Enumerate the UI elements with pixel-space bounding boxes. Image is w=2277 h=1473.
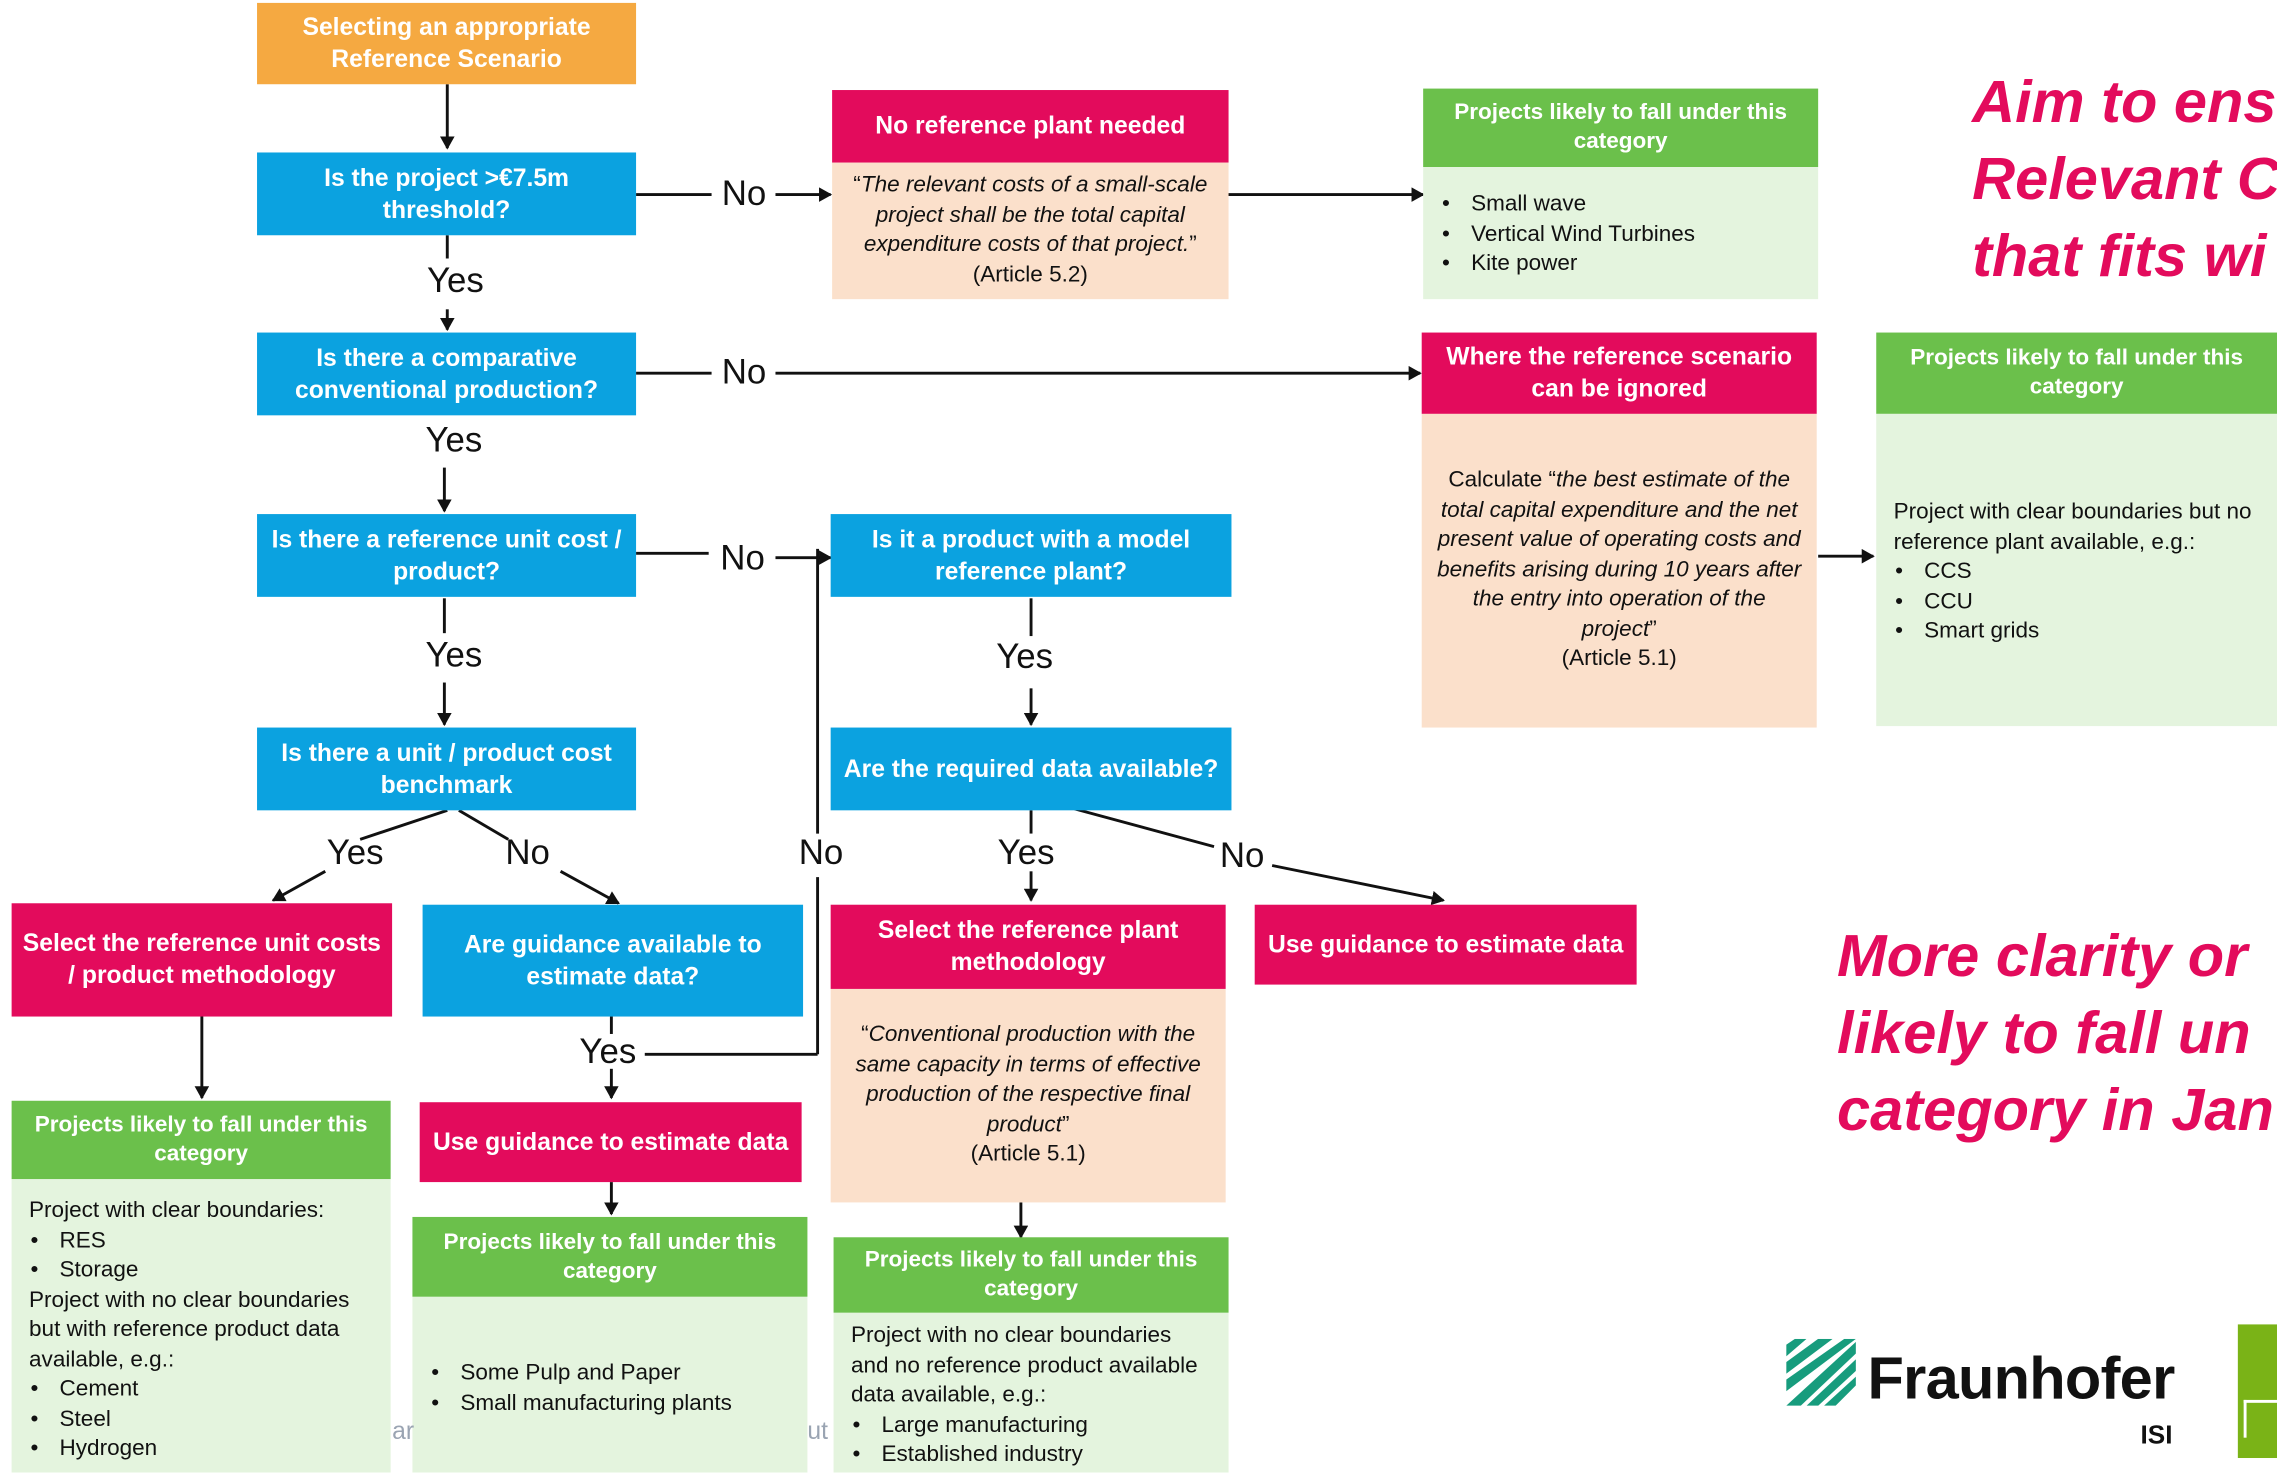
ignored-scenario-quote: Calculate “the best estimate of the tota… [1421,413,1817,728]
list-item: Smart grids [1894,617,2260,647]
clarity-text: More clarity or likely to fall un catego… [1837,918,2274,1149]
list-item: RES [29,1226,373,1256]
list-item: Small wave [1441,190,1801,220]
fraunhofer-logo-icon [1786,1338,1856,1406]
clarity-text-line: More clarity or [1837,922,2248,989]
no-reference-plant-quote: “The relevant costs of a small-scale pro… [832,162,1229,300]
aim-text-line: Aim to ens [1972,68,2277,136]
article-5-1-ref-a: (Article 5.1) [1561,646,1677,672]
select-reference-plant-methodology: Select the reference plant methodology [830,904,1226,989]
ignored-scenario-title: Where the reference scenario can be igno… [1421,332,1817,414]
category-left-projects: Project with clear boundaries: RES Stora… [11,1179,391,1473]
fraunhofer-logo-text: Fraunhofer [1867,1344,2176,1412]
threshold-question: Is the project >€7.5m threshold? [257,152,637,236]
category-right-projects: Project with no clear boundaries and no … [833,1312,1229,1473]
category-title-ccs: Projects likely to fall under this categ… [1876,332,2277,414]
category-small-projects: Small wave Vertical Wind Turbines Kite p… [1423,167,1819,300]
conventional-production-question: Is there a comparative conventional prod… [257,332,637,416]
article-5-1-ref-b: (Article 5.1) [970,1141,1086,1167]
partner-logo-icon [2237,1324,2277,1459]
no-label: No [505,833,550,873]
list-item: Large manufacturing [851,1411,1211,1441]
no-label: No [720,538,765,578]
list-item: Kite power [1441,250,1801,280]
clarity-text-line: likely to fall un [1837,999,2251,1066]
yes-label: Yes [996,637,1054,677]
yes-label: Yes [426,261,484,301]
start-box: Selecting an appropriate Reference Scena… [257,2,637,85]
article-5-2-quote: The relevant costs of a small-scale proj… [860,172,1208,258]
yes-label: Yes [326,833,384,873]
no-label: No [798,833,844,873]
cost-benchmark-question: Is there a unit / product cost benchmark [257,727,637,811]
category-right-intro: Project with no clear boundaries and no … [850,1322,1198,1408]
clarity-text-line: category in Jan [1837,1076,2274,1143]
select-unit-cost-methodology: Select the reference unit costs / produc… [11,903,393,1017]
category-ccs-intro: Project with clear boundaries but no ref… [1893,499,2252,555]
list-item: Small manufacturing plants [430,1389,790,1419]
category-left-intro-2: Project with no clear boundaries but wit… [29,1287,350,1372]
use-guidance-left: Use guidance to estimate data [419,1102,802,1183]
list-item: Vertical Wind Turbines [1441,220,1801,250]
yes-label: Yes [425,421,483,461]
list-item: Storage [29,1256,373,1286]
aim-text: Aim to ens Relevant C that fits wi [1972,64,2277,295]
category-title-small-projects: Projects likely to fall under this categ… [1423,88,1819,168]
list-item: Hydrogen [29,1435,373,1465]
reference-unit-cost-question: Is there a reference unit cost / product… [257,514,637,597]
no-label: No [721,174,767,214]
article-5-2-ref: (Article 5.2) [972,262,1088,287]
footer-fragment: ut [807,1417,829,1445]
category-middle-projects: Some Pulp and Paper Small manufacturing … [412,1296,808,1473]
list-item: CCU [1894,587,2260,617]
category-title-right: Projects likely to fall under this categ… [833,1237,1229,1313]
article-5-1-quote: the best estimate of the total capital e… [1437,467,1802,642]
fraunhofer-isi-text: ISI [2140,1420,2173,1450]
no-reference-plant-title: No reference plant needed [832,90,1229,163]
list-item: Cement [29,1375,373,1405]
calculate-prefix: Calculate [1448,467,1543,493]
no-label: No [1219,836,1265,876]
category-title-middle: Projects likely to fall under this categ… [412,1216,808,1297]
conventional-production-quote: Conventional production with the same ca… [855,1022,1201,1137]
category-ccs-projects: Project with clear boundaries but no ref… [1876,413,2277,727]
list-item: Established industry [851,1441,1211,1471]
category-left-intro: Project with clear boundaries: [29,1198,325,1223]
yes-label: Yes [997,833,1055,873]
guidance-available-question: Are guidance available to estimate data? [422,904,804,1017]
required-data-question: Are the required data available? [830,727,1232,811]
model-reference-plant-question: Is it a product with a model reference p… [830,514,1232,597]
no-label: No [721,352,767,393]
yes-label: Yes [579,1032,637,1072]
use-guidance-right: Use guidance to estimate data [1254,904,1637,985]
list-item: CCS [1894,558,2260,588]
aim-text-line: that fits wi [1972,222,2267,289]
reference-plant-quote: “Conventional production with the same c… [830,988,1226,1203]
yes-label: Yes [425,636,483,676]
category-title-left: Projects likely to fall under this categ… [11,1100,391,1180]
footer-fragment: ar [392,1417,415,1445]
list-item: Some Pulp and Paper [430,1359,790,1389]
aim-text-line: Relevant C [1972,145,2277,213]
list-item: Steel [29,1405,373,1435]
